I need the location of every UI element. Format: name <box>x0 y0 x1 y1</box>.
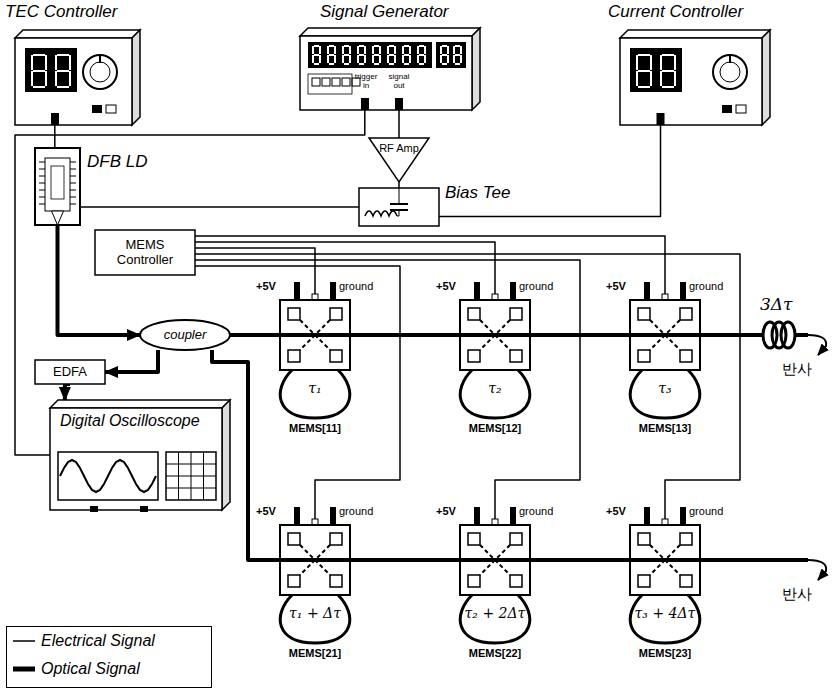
bias-tee: Bias Tee <box>359 188 439 226</box>
switch-name: MEMS[23] <box>615 647 715 660</box>
node-text: ground <box>339 280 373 293</box>
reflection-label: 반사 <box>782 360 812 379</box>
signal-generator: Signal Generatortrigger insignal out <box>300 28 480 110</box>
delay-label: τ₃ + 4Δτ <box>615 605 715 621</box>
device-title: Current Controller <box>608 2 743 22</box>
delay-label: τ₃ <box>615 380 715 396</box>
mems-switch: +5Vgroundτ₁ + ΔτMEMS[21] <box>280 525 350 595</box>
electrical-wire <box>15 110 365 455</box>
rf-amplifier: RF Amp <box>369 138 429 182</box>
optical-fiber <box>230 333 280 337</box>
legend-text: Optical Signal <box>41 660 140 678</box>
edfa-box: EDFA <box>35 360 105 384</box>
mems-switch: +5Vgroundτ₃ + 4ΔτMEMS[23] <box>630 525 700 595</box>
mems-switch-shape <box>460 300 530 370</box>
electrical-wire <box>195 266 400 525</box>
device-title: TEC Controller <box>5 2 117 22</box>
node-text: ground <box>339 505 373 518</box>
node-text: +5V <box>606 505 626 518</box>
electrical-wire <box>54 125 56 148</box>
box-label: coupler <box>140 320 230 350</box>
node-text: ground <box>689 505 723 518</box>
electrical-wire <box>398 110 400 138</box>
reflection-label: 반사 <box>782 585 812 604</box>
legend-box: Electrical SignalOptical Signal <box>6 626 212 688</box>
optical-fiber <box>350 558 460 562</box>
electrical-wire <box>439 125 661 217</box>
node-text: +5V <box>606 280 626 293</box>
optical-fiber <box>65 384 70 400</box>
node-text: ground <box>519 280 553 293</box>
signal-generator-shape <box>300 28 480 110</box>
port-label: signal out <box>386 72 412 90</box>
mems-switch-shape <box>630 300 700 370</box>
laser-diode: DFB LD <box>35 148 80 225</box>
bias-tee-shape <box>359 188 439 226</box>
optical-fiber <box>530 333 630 337</box>
controller-box: MEMS Controller <box>95 230 195 275</box>
switch-name: MEMS[11] <box>265 422 365 435</box>
legend-sample <box>13 635 35 647</box>
node-text: ground <box>689 280 723 293</box>
laser-diode-shape <box>35 148 80 225</box>
node-text: +5V <box>256 280 276 293</box>
port-label: trigger in <box>354 72 378 90</box>
electrical-wire <box>195 236 665 300</box>
node-text: ground <box>519 505 553 518</box>
coupler-ellipse: coupler <box>140 320 230 350</box>
switch-name: MEMS[12] <box>445 422 545 435</box>
delay-label: τ₂ + 2Δτ <box>445 605 545 621</box>
box-label: EDFA <box>35 360 105 384</box>
electrical-wire <box>195 260 580 525</box>
optical-fiber <box>105 350 158 372</box>
mems-switch-shape <box>460 525 530 595</box>
switch-name: MEMS[21] <box>265 647 365 660</box>
amp-label: RF Amp <box>369 142 429 155</box>
legend-row: Electrical Signal <box>7 627 211 655</box>
delay-label: 3Δτ <box>760 294 793 314</box>
box-label: MEMS Controller <box>95 230 195 275</box>
oscilloscope: Digital Oscilloscope <box>50 400 230 510</box>
delay-label: τ₁ <box>265 380 365 396</box>
optical-fiber <box>530 558 630 562</box>
optical-fiber <box>350 333 460 337</box>
electrical-wire <box>195 248 315 300</box>
current-controller-shape <box>620 30 770 125</box>
legend-sample <box>13 663 35 675</box>
mems-switch: +5Vgroundτ₁MEMS[11] <box>280 300 350 370</box>
device-label: DFB LD <box>87 152 147 172</box>
legend-row: Optical Signal <box>7 655 211 683</box>
node-text: +5V <box>436 280 456 293</box>
tec-controller-shape <box>15 30 140 125</box>
device-title: Digital Oscilloscope <box>60 412 200 430</box>
device-title: Signal Generator <box>320 2 449 22</box>
mems-switch-shape <box>630 525 700 595</box>
legend-text: Electrical Signal <box>41 632 155 650</box>
mems-switch: +5Vgroundτ₂ + 2ΔτMEMS[22] <box>460 525 530 595</box>
current-controller: Current Controller <box>620 30 770 125</box>
delay-label: τ₁ + Δτ <box>265 605 365 621</box>
device-label: Bias Tee <box>445 183 511 203</box>
switch-name: MEMS[13] <box>615 422 715 435</box>
electrical-wire <box>195 254 740 525</box>
mems-switch: +5Vgroundτ₃MEMS[13] <box>630 300 700 370</box>
electrical-wire <box>80 206 359 208</box>
node-text: +5V <box>256 505 276 518</box>
node-text: +5V <box>436 505 456 518</box>
tec-controller: TEC Controller <box>15 30 140 125</box>
delay-fiber <box>700 322 826 580</box>
electrical-wire <box>195 242 495 300</box>
delay-label: τ₂ <box>445 380 545 396</box>
switch-name: MEMS[22] <box>445 647 545 660</box>
mems-switch-shape <box>280 300 350 370</box>
mems-switch: +5Vgroundτ₂MEMS[12] <box>460 300 530 370</box>
mems-switch-shape <box>280 525 350 595</box>
